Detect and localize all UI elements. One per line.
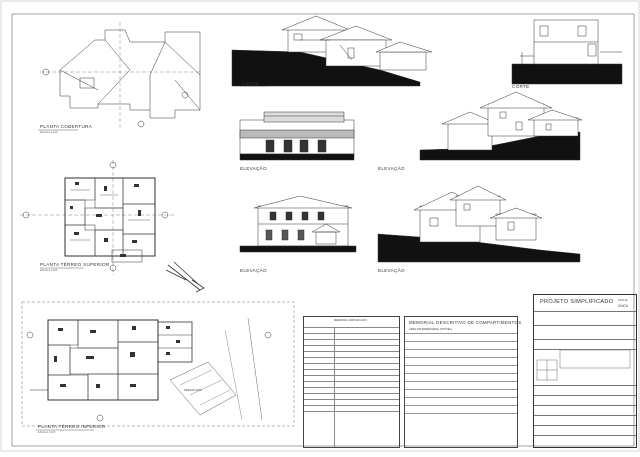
lower-floor-plan — [21, 301, 295, 427]
roof-plan — [40, 22, 201, 128]
label-elevation-3: ELEVAÇÃO — [240, 268, 267, 273]
north-arrow-icon — [165, 261, 205, 293]
elevation-3 — [239, 195, 357, 253]
section-b — [511, 19, 623, 85]
title-block: PROJETO SIMPLIFICADO FOLHA ÚNICA — [533, 294, 637, 448]
label-upper-floor-scale: ESCALA 1:100 — [40, 269, 58, 272]
label-lower-floor-scale: ESCALA 1:100 — [38, 431, 56, 434]
lower-floor-fixtures — [54, 326, 180, 388]
label-upper-floor-plan: PLANTA TÉRREO SUPERIOR — [40, 262, 110, 267]
upper-floor-plan — [20, 160, 175, 275]
section-a — [231, 15, 433, 87]
label-roof-plan-scale: ESCALA 1:100 — [40, 131, 58, 134]
upper-floor-fixtures — [70, 182, 141, 257]
label-elevation-1: ELEVAÇÃO — [240, 166, 267, 171]
elevation-2 — [419, 91, 583, 161]
memorial-table-title: MEMORIAL SIMPLIFICADO — [334, 319, 367, 322]
sheet-number-label: FOLHA — [618, 298, 628, 302]
sheet-label: ÚNICA — [618, 304, 628, 308]
drawing-frame — [11, 13, 635, 447]
label-elevation-2: ELEVAÇÃO — [378, 166, 405, 171]
label-elevation-4: ELEVAÇÃO — [378, 268, 405, 273]
label-lower-floor-plan: PLANTA TÉRREO INFERIOR — [38, 424, 106, 429]
compartments-title: MEMORIAL DESCRITIVO DE COMPARTIMENTOS — [409, 320, 522, 325]
compartments-subtitle: ÁREA INTERMEDIÁRIA (TIPÍVEL) — [409, 327, 453, 331]
title-block-title: PROJETO SIMPLIFICADO — [540, 299, 614, 305]
elevation-4 — [377, 185, 581, 263]
label-section-b: CORTE — [512, 84, 530, 89]
location-sketch — [536, 349, 631, 381]
label-section-a: CORTE — [242, 81, 260, 86]
label-pergola: PERGOLADO — [184, 388, 202, 392]
elevation-1 — [239, 111, 355, 161]
memorial-table: MEMORIAL SIMPLIFICADO — [303, 316, 400, 448]
compartments-table: MEMORIAL DESCRITIVO DE COMPARTIMENTOS ÁR… — [404, 316, 522, 448]
label-roof-plan: PLANTA COBERTURA — [40, 124, 93, 129]
